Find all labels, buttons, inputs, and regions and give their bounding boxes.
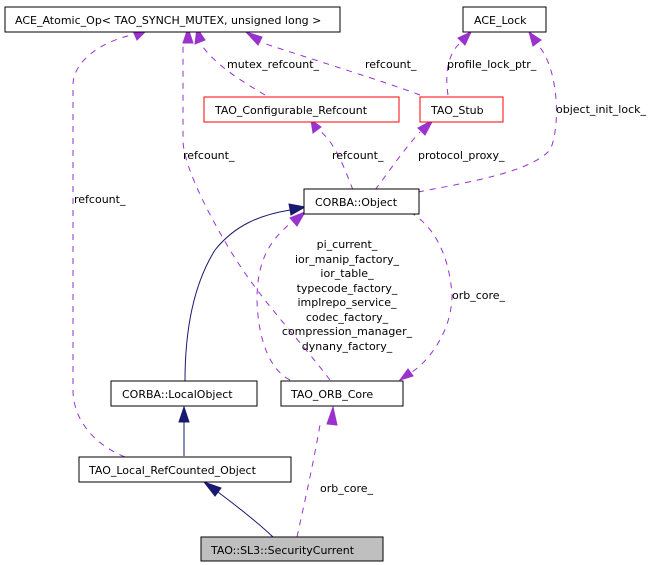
label-local-refcount: refcount_ xyxy=(74,193,126,206)
arrowhead-object-inheritance xyxy=(288,203,307,216)
arrowhead-atomic-op-center xyxy=(182,26,194,44)
node-tao-stub-label: TAO_Stub xyxy=(430,104,484,117)
edge-securitycurrent-to-localrefcounted xyxy=(217,491,274,538)
label-orb-core-sec: orb_core_ xyxy=(320,482,374,495)
node-local-refcounted-object-label: TAO_Local_RefCounted_Object xyxy=(88,464,257,477)
arrowhead-object-member xyxy=(289,211,307,227)
node-corba-localobject-label: CORBA::LocalObject xyxy=(122,388,233,401)
edge-orbcore-to-object xyxy=(256,221,293,381)
edge-object-to-atomic-op xyxy=(182,45,331,381)
node-configurable-refcount[interactable]: TAO_Configurable_Refcount xyxy=(203,96,400,123)
label-mutex-refcount: mutex_refcount_ xyxy=(227,58,320,71)
node-tao-stub[interactable]: TAO_Stub xyxy=(419,96,504,123)
label-config-refcount: refcount_ xyxy=(332,149,384,162)
label-codec-factory: codec_factory_ xyxy=(306,311,389,324)
arrowhead-localrefcounted-inheritance xyxy=(202,480,222,497)
node-atomic-op-label: ACE_Atomic_Op< TAO_SYNCH_MUTEX, unsigned… xyxy=(15,14,321,27)
label-object-init-lock: object_init_lock_ xyxy=(556,103,646,116)
edge-stub-to-atomic-op xyxy=(259,41,421,96)
edge-object-to-stub xyxy=(374,131,421,191)
edge-configrefcount-to-atomic-op xyxy=(199,42,266,96)
node-configurable-refcount-label: TAO_Configurable_Refcount xyxy=(214,104,368,117)
arrowhead-orbcore-bottom xyxy=(326,405,338,426)
node-ace-lock[interactable]: ACE_Lock xyxy=(462,6,547,33)
label-protocol-proxy: protocol_proxy_ xyxy=(418,149,505,162)
arrowhead-localobject-inheritance xyxy=(178,405,190,423)
label-object-refcount: refcount_ xyxy=(183,149,235,162)
node-security-current-label: TAO::SL3::SecurityCurrent xyxy=(210,544,355,557)
label-compression-manager: compression_manager_ xyxy=(282,325,413,338)
node-corba-localobject[interactable]: CORBA::LocalObject xyxy=(110,380,258,407)
node-corba-object-label: CORBA::Object xyxy=(315,196,398,209)
label-stub-refcount: refcount_ xyxy=(365,58,417,71)
label-ior-manip-factory: ior_manip_factory_ xyxy=(295,253,400,266)
edge-object-to-configrefcount xyxy=(315,127,354,191)
arrowhead-stub xyxy=(417,118,435,136)
arrowhead-configrefcount xyxy=(310,118,322,134)
label-ior-table: ior_table_ xyxy=(320,267,374,280)
node-local-refcounted-object[interactable]: TAO_Local_RefCounted_Object xyxy=(78,456,292,483)
edge-object-to-orbcore xyxy=(409,211,453,373)
label-pi-current: pi_current_ xyxy=(317,238,378,251)
node-security-current[interactable]: TAO::SL3::SecurityCurrent xyxy=(200,536,384,562)
node-ace-lock-label: ACE_Lock xyxy=(474,14,527,27)
label-dynany-factory: dynany_factory_ xyxy=(302,340,393,353)
orbcore-member-labels: pi_current_ ior_manip_factory_ ior_table… xyxy=(282,238,413,353)
edge-securitycurrent-to-orbcore xyxy=(296,424,321,538)
arrowhead-atomic-op-stub xyxy=(244,30,263,46)
node-corba-object[interactable]: CORBA::Object xyxy=(303,188,420,215)
arrowhead-ace-lock-right xyxy=(528,30,542,47)
label-typecode-factory: typecode_factory_ xyxy=(297,282,398,295)
label-profile-lock-ptr: profile_lock_ptr_ xyxy=(447,58,537,71)
node-tao-orb-core[interactable]: TAO_ORB_Core xyxy=(280,380,404,407)
edge-localobject-to-object xyxy=(184,209,291,382)
arrowhead-orbcore-right xyxy=(398,368,414,381)
edge-local-refcounted-to-atomic-op xyxy=(72,34,133,458)
label-orb-core-obj: orb_core_ xyxy=(452,289,506,302)
edge-stub-to-ace-lock xyxy=(446,42,461,96)
node-atomic-op[interactable]: ACE_Atomic_Op< TAO_SYNCH_MUTEX, unsigned… xyxy=(4,6,341,33)
label-implrepo-service: implrepo_service_ xyxy=(298,296,397,309)
node-tao-orb-core-label: TAO_ORB_Core xyxy=(290,388,373,401)
arrowhead-ace-lock-left xyxy=(457,30,473,46)
